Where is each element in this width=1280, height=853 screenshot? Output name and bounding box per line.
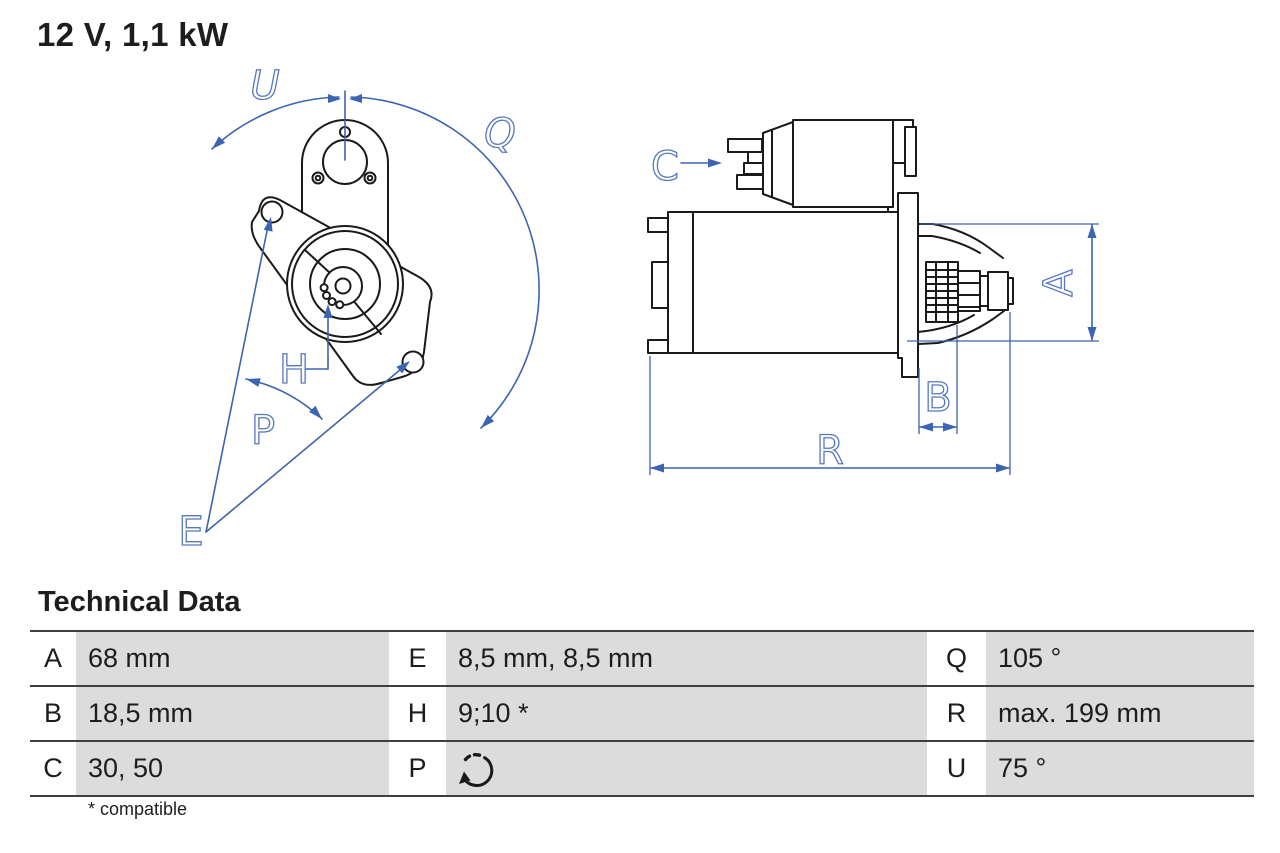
rotation-direction-icon: [459, 752, 494, 787]
starter-side-view-drawing: C A B R: [647, 119, 1099, 475]
dimension-label-u: U: [250, 63, 279, 109]
param-key: B: [30, 687, 76, 740]
table-row: A 68 mm E 8,5 mm, 8,5 mm Q 105 °: [30, 632, 1254, 687]
dimension-label-a: A: [1036, 269, 1082, 297]
param-value: 105 °: [986, 632, 1254, 685]
param-value: 30, 50: [76, 742, 389, 795]
technical-drawings: U Q H P E: [178, 62, 1099, 556]
table-row: C 30, 50 P U 75 °: [30, 742, 1254, 797]
dimension-label-p: P: [251, 408, 275, 454]
param-key: Q: [927, 632, 986, 685]
param-value: max. 199 mm: [986, 687, 1254, 740]
param-value: 68 mm: [76, 632, 389, 685]
param-value: 9;10 *: [446, 687, 927, 740]
dimension-label-c: C: [651, 144, 679, 190]
param-key: R: [927, 687, 986, 740]
technical-data-table: A 68 mm E 8,5 mm, 8,5 mm Q 105 ° B 18,5 …: [30, 630, 1254, 797]
dimension-label-e: E: [178, 509, 203, 555]
table-row: B 18,5 mm H 9;10 * R max. 199 mm: [30, 687, 1254, 742]
dimension-label-r: R: [816, 428, 844, 474]
page-title: 12 V, 1,1 kW: [37, 16, 229, 53]
param-key: A: [30, 632, 76, 685]
param-key: E: [389, 632, 446, 685]
footnote: * compatible: [88, 799, 188, 819]
param-value: 18,5 mm: [76, 687, 389, 740]
param-key: H: [389, 687, 446, 740]
param-key: P: [389, 742, 446, 795]
dimension-label-h: H: [279, 347, 309, 393]
starter-front-view-drawing: U Q H P E: [178, 62, 540, 556]
param-key: C: [30, 742, 76, 795]
dimension-label-q: Q: [484, 111, 515, 157]
technical-data-heading: Technical Data: [38, 586, 241, 618]
param-value: 75 °: [986, 742, 1254, 795]
param-value: 8,5 mm, 8,5 mm: [446, 632, 927, 685]
dimension-label-b: B: [924, 375, 951, 421]
rotation-value-cell: [446, 742, 927, 795]
param-key: U: [927, 742, 986, 795]
